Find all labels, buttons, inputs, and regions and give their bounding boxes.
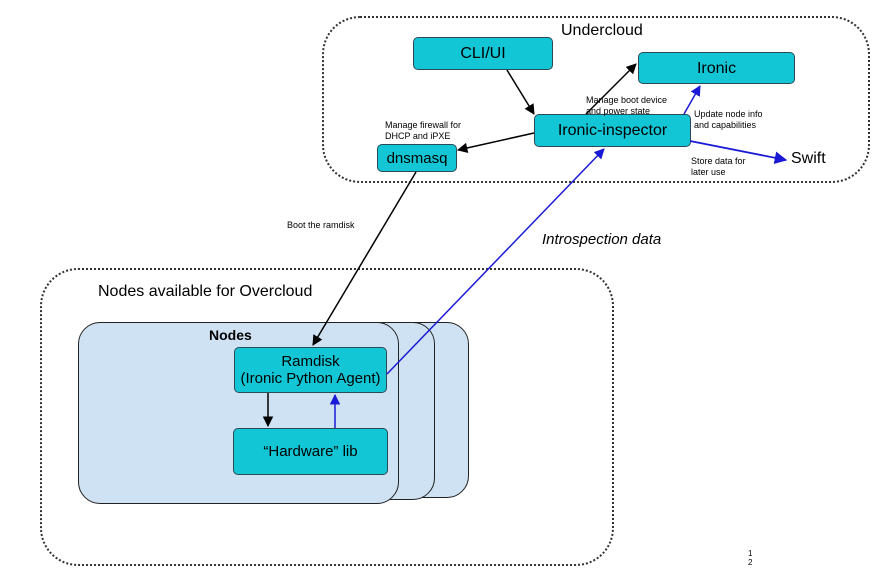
- overcloud-region: [40, 268, 614, 566]
- arrow-inspector-to-ironic: [585, 63, 637, 115]
- manage-boot-label: Manage boot device and power state: [586, 95, 668, 116]
- arrow-dnsmasq-to-ramdisk: [312, 171, 417, 346]
- arrow-inspector-to-dnsmasq: [456, 132, 535, 154]
- overcloud-title: Nodes available for Overcloud: [98, 283, 313, 300]
- introspection-data-label: Introspection data: [542, 231, 662, 248]
- update-node-label: Update node info and capabilities: [694, 109, 763, 130]
- swift-label: Swift: [791, 150, 826, 167]
- store-data-label: Store data for later use: [691, 156, 746, 177]
- cli-ui-box: CLI/UI: [413, 37, 553, 70]
- dnsmasq-box: dnsmasq: [377, 144, 457, 172]
- manage-firewall-label: Manage firewall for DHCP and iPXE: [385, 120, 462, 141]
- arrow-ramdisk-to-inspector: [386, 148, 605, 375]
- nodes-title: Nodes: [209, 327, 252, 343]
- undercloud-title: Undercloud: [561, 22, 643, 39]
- hardware-lib-box: “Hardware” lib: [233, 428, 388, 475]
- boot-ramdisk-label: Boot the ramdisk: [287, 220, 355, 230]
- ramdisk-box: Ramdisk (Ironic Python Agent): [234, 347, 387, 393]
- undercloud-region: [322, 16, 870, 183]
- ironic-box: Ironic: [638, 52, 795, 84]
- page-number: 1 2: [748, 549, 753, 567]
- ironic-inspector-box: Ironic-inspector: [534, 114, 691, 147]
- arrow-cli-to-inspector: [506, 69, 535, 115]
- arrow-inspector-to-swift: [689, 140, 788, 164]
- arrow-inspector-update-ironic: [683, 85, 701, 115]
